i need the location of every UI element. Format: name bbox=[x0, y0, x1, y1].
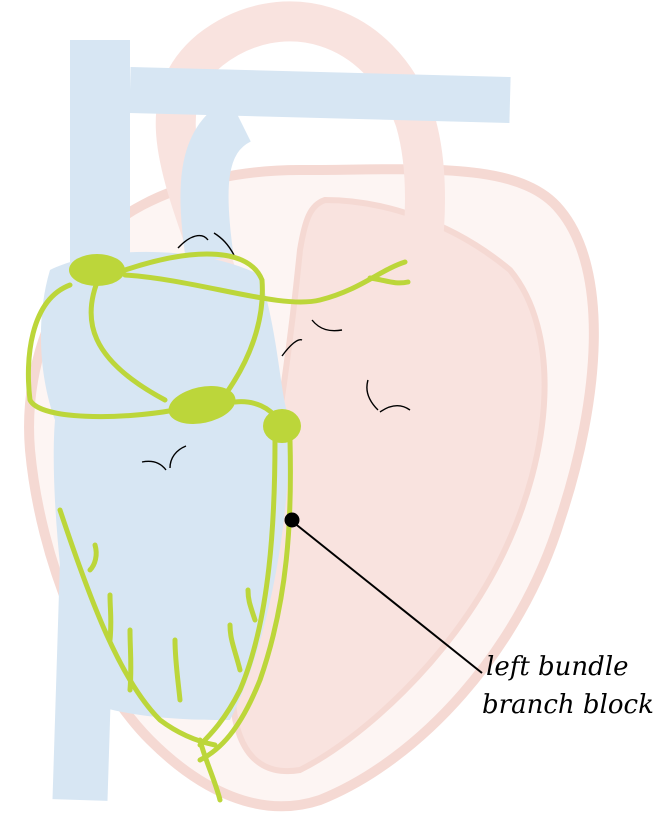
annotation-line-1: left bundle bbox=[486, 652, 629, 682]
sa-node bbox=[69, 254, 125, 286]
bundle-of-his bbox=[263, 409, 301, 443]
block-dot bbox=[285, 513, 300, 528]
annotation-line-2: branch block bbox=[482, 690, 654, 720]
